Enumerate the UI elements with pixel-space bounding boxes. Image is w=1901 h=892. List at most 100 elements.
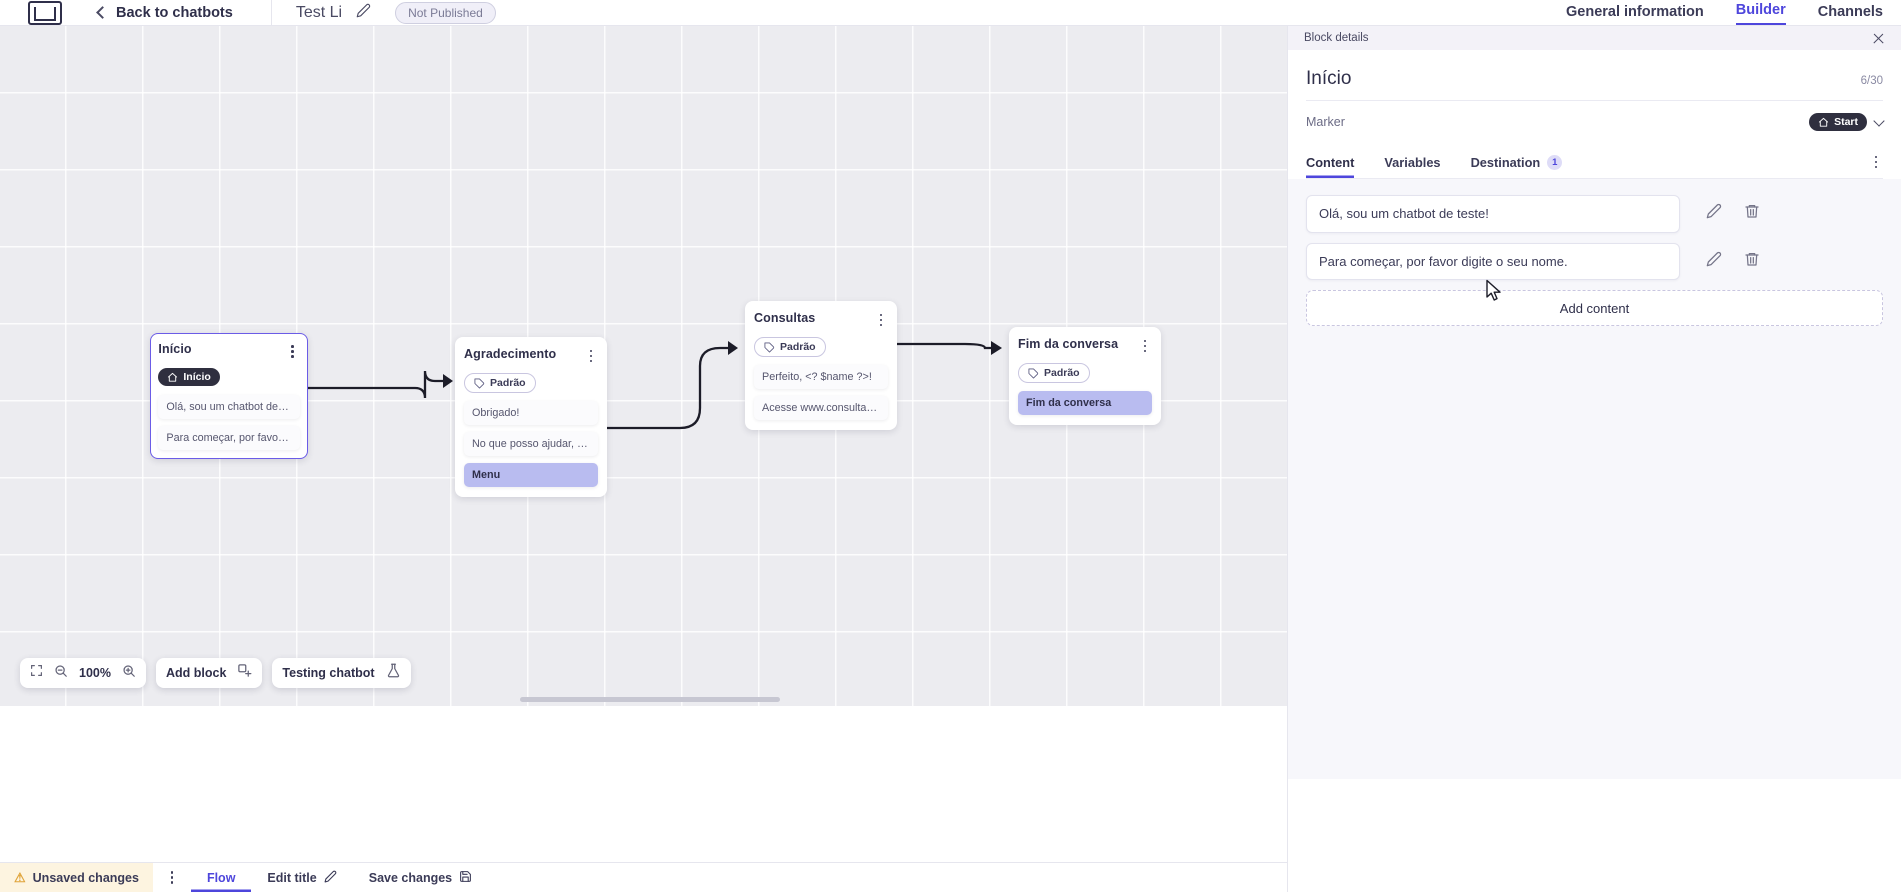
page-title: Início xyxy=(1306,68,1352,89)
tab-builder[interactable]: Builder xyxy=(1735,2,1786,25)
node-content-row-highlight[interactable]: Fim da conversa xyxy=(1018,390,1152,415)
delete-content-icon[interactable] xyxy=(1744,203,1760,224)
tab-destination[interactable]: Destination 1 xyxy=(1471,147,1563,178)
footer-bar: ⚠ Unsaved changes Flow Edit title Save c… xyxy=(0,862,1287,892)
node-content-row[interactable]: Para começar, por favor digite o ... xyxy=(158,425,300,450)
node-menu-icon[interactable] xyxy=(1138,337,1152,355)
tab-destination-count: 1 xyxy=(1547,155,1563,170)
flow-canvas[interactable]: Início Início Olá, sou um chatbot de tes… xyxy=(0,26,1287,706)
block-details-panel: Block details Início 6/30 Marker Start xyxy=(1287,26,1901,892)
tag-icon xyxy=(1028,367,1039,379)
chevron-left-icon xyxy=(96,6,109,19)
tab-content-label: Content xyxy=(1306,155,1355,170)
flow-node-consultas[interactable]: Consultas Padrão Perfeito, <? $name ?>! … xyxy=(745,301,897,430)
marker-row: Marker Start xyxy=(1306,101,1885,137)
close-icon[interactable] xyxy=(1872,32,1885,45)
panel-header-title: Block details xyxy=(1304,32,1369,44)
tab-variables[interactable]: Variables xyxy=(1384,147,1440,178)
unsaved-changes-label: Unsaved changes xyxy=(32,870,139,885)
node-badge-start: Início xyxy=(158,368,220,387)
content-text[interactable]: Olá, sou um chatbot de teste! xyxy=(1306,195,1680,233)
marker-label: Marker xyxy=(1306,115,1345,129)
tab-general-information[interactable]: General information xyxy=(1566,4,1704,20)
add-content-button[interactable]: Add content xyxy=(1306,290,1883,327)
back-to-chatbots-label: Back to chatbots xyxy=(116,4,233,21)
delete-content-icon[interactable] xyxy=(1744,251,1760,272)
edit-content-icon[interactable] xyxy=(1706,203,1722,224)
save-icon[interactable] xyxy=(459,870,472,886)
content-item: Olá, sou um chatbot de teste! xyxy=(1306,195,1883,233)
character-counter: 6/30 xyxy=(1860,75,1883,87)
fit-view-icon[interactable] xyxy=(30,664,43,682)
marker-select[interactable]: Start xyxy=(1809,113,1885,131)
zoom-out-icon[interactable] xyxy=(54,664,68,683)
panel-tabs-menu-icon[interactable] xyxy=(1869,153,1883,171)
testing-chatbot-button[interactable]: Testing chatbot xyxy=(272,658,411,688)
node-content-row[interactable]: Obrigado! xyxy=(464,400,598,425)
testing-chatbot-label: Testing chatbot xyxy=(282,666,375,680)
node-content-row[interactable]: Acesse www.consultas.com par... xyxy=(754,395,888,420)
marker-badge-start: Start xyxy=(1809,113,1867,131)
node-badge-default: Padrão xyxy=(464,373,536,393)
canvas-toolbar: 100% Add block Testing chatbot xyxy=(20,658,411,688)
flow-node-agradecimento[interactable]: Agradecimento Padrão Obrigado! No que po… xyxy=(455,337,607,497)
node-content-row[interactable]: No que posso ajudar, <? $name ... xyxy=(464,431,598,456)
top-bar-divider xyxy=(270,0,272,26)
tab-content[interactable]: Content xyxy=(1306,147,1354,178)
tab-variables-label: Variables xyxy=(1384,155,1441,170)
node-title: Consultas xyxy=(754,311,816,325)
top-bar: Back to chatbots Test Li Not Published G… xyxy=(0,0,1901,26)
tab-destination-label: Destination xyxy=(1470,155,1541,170)
panel-title-row: Início 6/30 xyxy=(1306,50,1883,101)
content-item: Para começar, por favor digite o seu nom… xyxy=(1306,242,1883,281)
panel-tab-bar: Content Variables Destination 1 xyxy=(1306,147,1883,179)
add-block-label: Add block xyxy=(166,666,227,680)
tab-channels[interactable]: Channels xyxy=(1817,4,1883,20)
footer-tab-flow-label: Flow xyxy=(206,870,236,885)
node-title: Fim da conversa xyxy=(1018,337,1119,351)
node-header: Fim da conversa xyxy=(1018,337,1152,355)
flow-node-inicio[interactable]: Início Início Olá, sou um chatbot de tes… xyxy=(150,333,308,460)
status-badge: Not Published xyxy=(395,1,496,24)
panel-body: Início 6/30 Marker Start Conten xyxy=(1288,50,1901,779)
node-header: Início xyxy=(158,342,299,360)
footer-menu-icon[interactable] xyxy=(153,863,191,892)
node-header: Agradecimento xyxy=(464,347,598,365)
add-block-icon[interactable] xyxy=(237,663,252,683)
chevron-down-icon[interactable] xyxy=(1873,114,1885,127)
canvas-horizontal-scrollbar[interactable] xyxy=(520,697,780,702)
edit-title-pencil-icon[interactable] xyxy=(324,870,337,886)
edit-content-icon[interactable] xyxy=(1706,251,1722,272)
tag-icon xyxy=(474,377,485,389)
footer-tab-flow[interactable]: Flow xyxy=(191,863,251,892)
content-item-actions xyxy=(1680,195,1760,224)
node-content-row[interactable]: Olá, sou um chatbot de teste! xyxy=(158,394,300,419)
node-header: Consultas xyxy=(754,311,888,329)
node-menu-icon[interactable] xyxy=(584,347,598,365)
content-text[interactable]: Para começar, por favor digite o seu nom… xyxy=(1306,242,1680,281)
node-content-row[interactable]: Perfeito, <? $name ?>! xyxy=(754,364,888,389)
app-logo-icon[interactable] xyxy=(28,0,62,25)
save-changes-button[interactable]: Save changes xyxy=(353,863,488,892)
home-icon xyxy=(1818,117,1829,127)
add-block-button[interactable]: Add block xyxy=(156,658,263,688)
flask-icon[interactable] xyxy=(386,663,401,683)
zoom-in-icon[interactable] xyxy=(122,664,136,683)
unsaved-changes-indicator: ⚠ Unsaved changes xyxy=(0,863,153,892)
edit-title-button[interactable]: Edit title xyxy=(251,863,352,892)
panel-header: Block details xyxy=(1288,26,1901,50)
node-menu-icon[interactable] xyxy=(874,311,888,329)
add-content-label: Add content xyxy=(1559,300,1630,316)
tag-icon xyxy=(764,341,775,353)
node-badge-label: Padrão xyxy=(1044,367,1080,379)
zoom-controls: 100% xyxy=(20,658,146,688)
node-menu-icon[interactable] xyxy=(286,342,300,360)
edit-bot-name-icon[interactable] xyxy=(356,3,371,23)
content-list: Olá, sou um chatbot de teste! xyxy=(1288,179,1901,779)
node-content-row-menu[interactable]: Menu xyxy=(464,462,598,487)
back-to-chatbots-button[interactable]: Back to chatbots xyxy=(96,4,233,21)
node-badge-default: Padrão xyxy=(1018,363,1090,383)
flow-node-fim-da-conversa[interactable]: Fim da conversa Padrão Fim da conversa xyxy=(1009,327,1161,425)
marker-value: Start xyxy=(1834,116,1858,128)
